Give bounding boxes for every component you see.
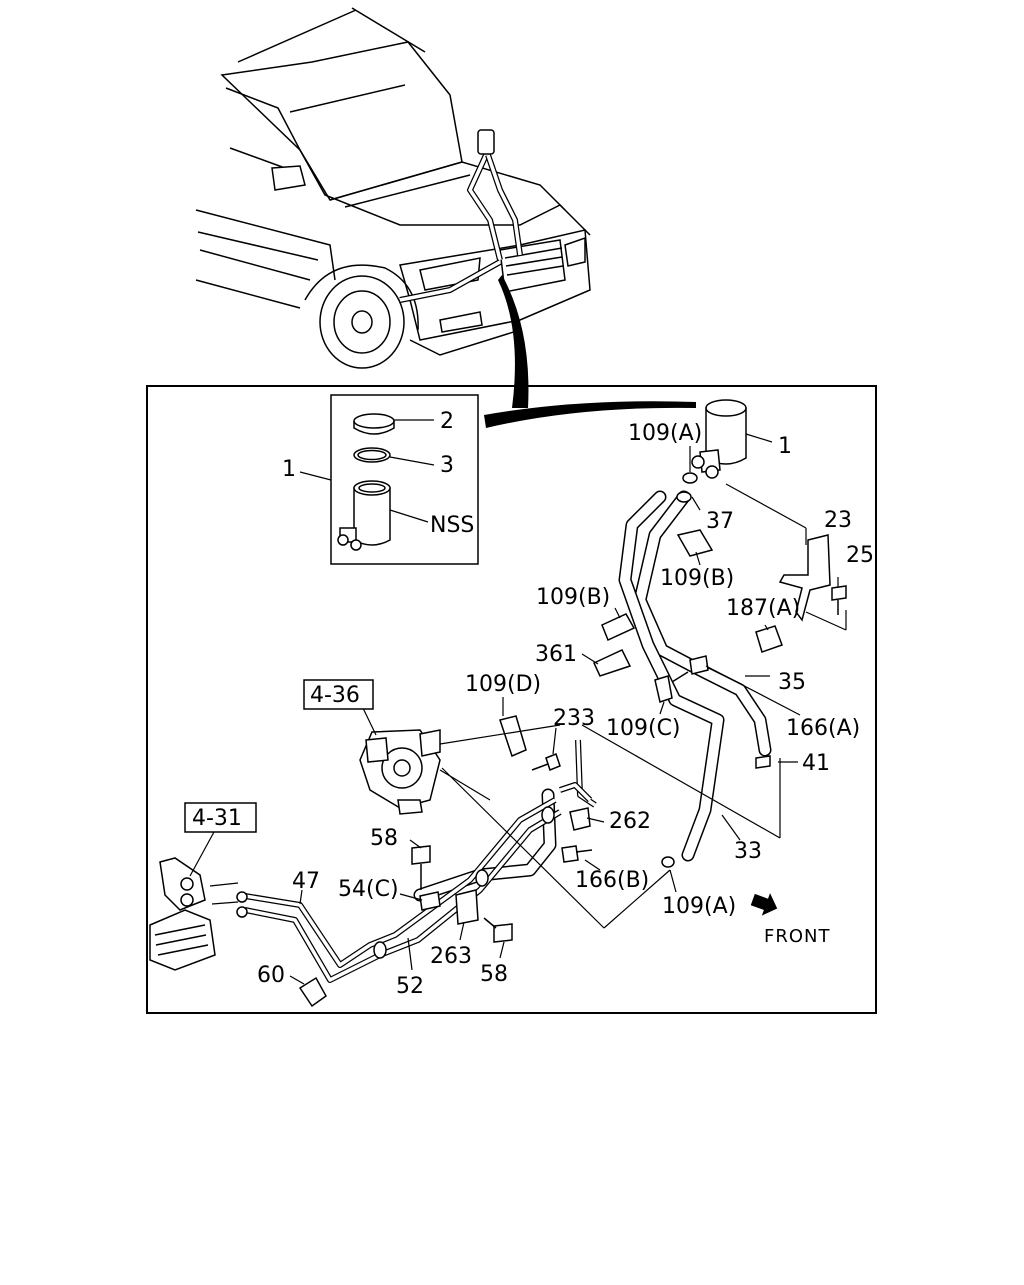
reservoir-inset: 2 3 NSS 1 xyxy=(282,394,479,565)
callout-clip-109b-right: 109(B) xyxy=(660,566,734,591)
vehicle-overview xyxy=(195,7,591,408)
callout-hose-33: 33 xyxy=(734,839,762,864)
front-direction: FRONT xyxy=(750,893,831,947)
callout-bolt-166a: 166(A) xyxy=(786,716,860,741)
callout-bolt-58-bottom: 58 xyxy=(480,962,508,987)
clips-hardware xyxy=(298,472,847,1008)
reference-pump: 4-36 xyxy=(303,679,374,710)
callout-clip-109b-left: 109(B) xyxy=(536,585,610,610)
callout-hose-35: 35 xyxy=(778,670,806,695)
label-reservoir-body: NSS xyxy=(430,513,474,538)
callout-clip-109d: 109(D) xyxy=(465,672,541,697)
detail-frame xyxy=(146,385,877,1014)
callout-clamp-37: 37 xyxy=(706,509,734,534)
callout-clip-187a: 187(A) xyxy=(726,596,800,621)
callout-labels: 109(A) 37 23 25 109(B) 109(B) 187(A) 361… xyxy=(257,421,874,999)
callout-bracket-23: 23 xyxy=(824,508,852,533)
reference-gear: 4-31 xyxy=(184,802,257,833)
callout-bolt-233: 233 xyxy=(553,706,595,731)
callout-clip-109c: 109(C) xyxy=(606,716,681,741)
callout-clip-41: 41 xyxy=(802,751,830,776)
label-cap: 2 xyxy=(440,409,454,434)
front-arrow-icon xyxy=(750,893,778,916)
callout-pipe-52: 52 xyxy=(396,974,424,999)
callout-clip-54c: 54(C) xyxy=(338,877,399,902)
callout-clip-109a-bottom: 109(A) xyxy=(662,894,736,919)
front-label: FRONT xyxy=(764,926,831,947)
leader-lines xyxy=(189,446,847,985)
steering-gear xyxy=(149,857,248,971)
hoses xyxy=(413,490,772,902)
callout-bolt-58-top: 58 xyxy=(370,826,398,851)
reference-gear-label: 4-31 xyxy=(192,806,242,831)
callout-bolt-25: 25 xyxy=(846,543,874,568)
callout-clip-361: 361 xyxy=(535,642,577,667)
label-seal: 3 xyxy=(440,453,454,478)
callout-clip-109a-top: 109(A) xyxy=(628,421,702,446)
callout-bracket-263: 263 xyxy=(430,944,472,969)
inset-pointer-arrow xyxy=(484,401,696,428)
reservoir-assembly: 1 xyxy=(691,399,792,479)
power-steering-pump xyxy=(359,724,561,815)
callout-bracket-262: 262 xyxy=(609,809,651,834)
callout-grommet-60: 60 xyxy=(257,963,285,988)
reference-pump-label: 4-36 xyxy=(310,683,360,708)
callout-pipe-47: 47 xyxy=(292,869,320,894)
callout-reservoir: 1 xyxy=(778,434,792,459)
label-assembly: 1 xyxy=(282,457,296,482)
callout-bolt-166b: 166(B) xyxy=(575,868,649,893)
pipes xyxy=(244,739,597,983)
